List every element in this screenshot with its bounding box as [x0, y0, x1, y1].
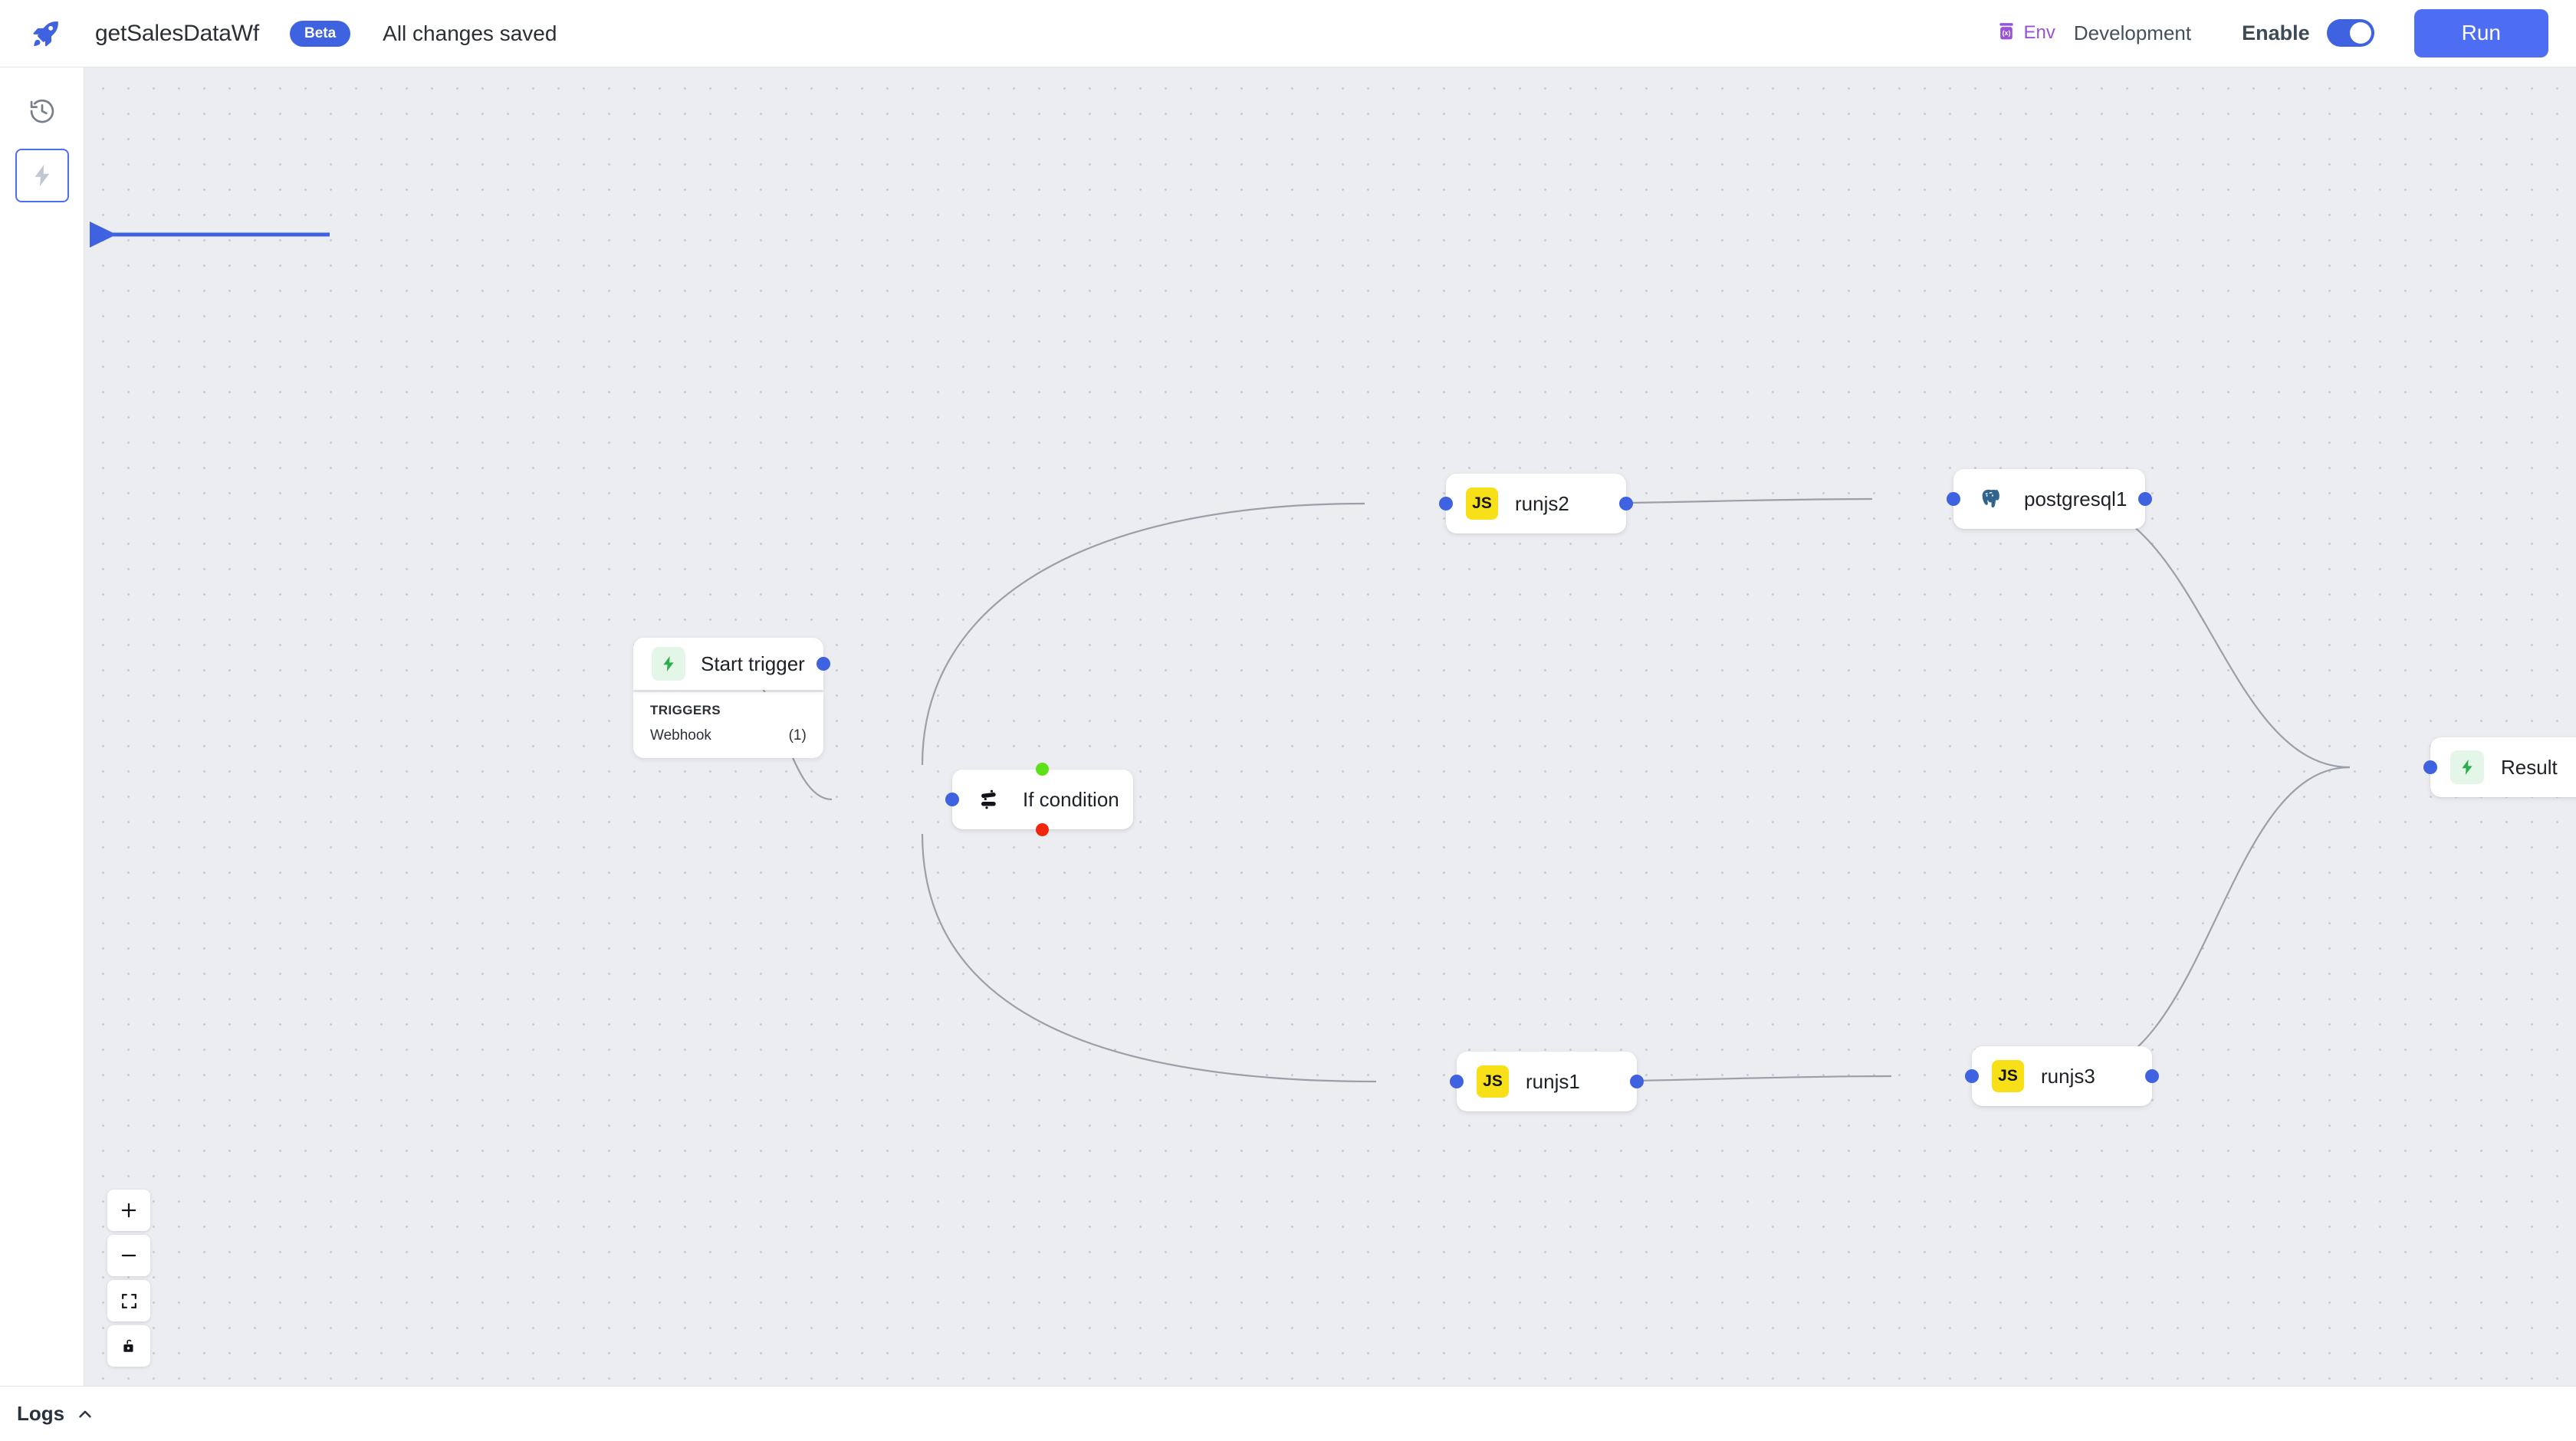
fit-screen-icon: [121, 1293, 136, 1308]
zoom-out-button[interactable]: [107, 1235, 150, 1276]
port-output-runjs2[interactable]: [1619, 497, 1633, 510]
trigger-name: Webhook: [650, 727, 711, 743]
node-label: runjs1: [1526, 1069, 1580, 1093]
node-runjs1[interactable]: JS runjs1: [1450, 1052, 1644, 1111]
runjs3-content: JS runjs3: [1972, 1046, 2152, 1106]
port-input-runjs1[interactable]: [1450, 1075, 1464, 1088]
result-content: Result: [2430, 737, 2576, 797]
sidebar-item-history[interactable]: [15, 84, 69, 138]
node-runjs2[interactable]: JS runjs2: [1439, 474, 1633, 533]
plus-icon: [121, 1203, 136, 1218]
port-output-runjs3[interactable]: [2145, 1069, 2159, 1083]
env-value: Development: [2073, 21, 2192, 44]
edge-layer: [731, 497, 2351, 1083]
port-output-if-true[interactable]: [1036, 763, 1049, 776]
edge-if-true-to-runjs2: [921, 502, 1365, 766]
runjs1-content: JS runjs1: [1457, 1052, 1637, 1111]
node-postgresql1[interactable]: postgresql1: [1947, 469, 2152, 529]
postgresql1-content: postgresql1: [1953, 469, 2145, 529]
app-header: getSalesDataWf Beta All changes saved (x…: [0, 0, 2576, 67]
port-output-postgresql1[interactable]: [2138, 492, 2152, 506]
port-input-runjs2[interactable]: [1439, 497, 1453, 510]
zoom-in-button[interactable]: [107, 1190, 150, 1231]
run-button[interactable]: Run: [2413, 9, 2548, 57]
port-output-if-false[interactable]: [1036, 823, 1049, 836]
js-icon: JS: [1466, 487, 1498, 520]
node-result[interactable]: Result: [2423, 737, 2576, 797]
left-rail: [0, 67, 84, 1386]
js-icon: JS: [1992, 1060, 2024, 1092]
if-condition-content: If condition: [952, 770, 1133, 829]
triggers-section-title: TRIGGERS: [650, 703, 721, 717]
minus-icon: [121, 1254, 136, 1257]
logs-bar[interactable]: Logs: [0, 1386, 2576, 1441]
start-trigger-header[interactable]: Start trigger: [633, 638, 830, 690]
toggle-knob: [2349, 22, 2371, 44]
enable-toggle-group[interactable]: Enable: [2242, 19, 2374, 48]
lock-canvas-button[interactable]: [107, 1325, 150, 1367]
edge-postgresql1-to-result: [2064, 497, 2351, 769]
trigger-count: (1): [788, 727, 807, 743]
editor-body: Start trigger TRIGGERS Webhook (1): [0, 67, 2576, 1386]
enable-toggle[interactable]: [2326, 19, 2374, 48]
enable-label: Enable: [2242, 21, 2310, 44]
runjs2-content: JS runjs2: [1446, 474, 1626, 533]
trigger-list-item[interactable]: Webhook (1): [650, 727, 807, 744]
edge-runjs3-to-result: [2071, 766, 2351, 1078]
node-label: If condition: [1023, 787, 1119, 811]
svg-text:(x): (x): [2002, 29, 2010, 37]
port-input-result[interactable]: [2423, 760, 2437, 774]
port-input-if-condition[interactable]: [945, 793, 959, 806]
workflow-canvas[interactable]: Start trigger TRIGGERS Webhook (1): [84, 67, 2576, 1386]
node-label: runjs2: [1515, 491, 1569, 515]
env-label: Env: [2023, 22, 2055, 44]
filter-sliders-icon: [972, 783, 1006, 816]
node-label: Start trigger: [701, 652, 805, 675]
unlock-padlock-icon: [123, 1339, 133, 1352]
sidebar-item-triggers[interactable]: [15, 149, 69, 202]
chevron-up-icon[interactable]: [75, 1404, 95, 1424]
variable-env-icon: (x): [1996, 21, 2016, 45]
lightning-bolt-icon: [652, 647, 685, 681]
node-label: runjs3: [2041, 1064, 2095, 1088]
port-output-start-trigger[interactable]: [816, 657, 830, 671]
header-left-group: getSalesDataWf Beta All changes saved: [26, 14, 557, 54]
node-start-trigger[interactable]: Start trigger TRIGGERS Webhook (1): [633, 638, 830, 758]
environment-selector[interactable]: (x) Env Development: [1996, 21, 2192, 45]
header-right-group: (x) Env Development Enable Run: [1996, 9, 2548, 57]
fit-view-button[interactable]: [107, 1280, 150, 1321]
edge-if-false-to-runjs1: [921, 833, 1377, 1083]
canvas-zoom-controls: [107, 1190, 150, 1367]
beta-badge: Beta: [289, 20, 351, 47]
js-icon: JS: [1477, 1065, 1509, 1098]
port-input-runjs3[interactable]: [1965, 1069, 1979, 1083]
node-label: Result: [2501, 755, 2558, 779]
port-input-postgresql1[interactable]: [1947, 492, 1960, 506]
save-status-text: All changes saved: [383, 21, 557, 45]
node-runjs3[interactable]: JS runjs3: [1965, 1046, 2159, 1106]
node-if-condition[interactable]: If condition: [945, 763, 1133, 836]
node-label: postgresql1: [2024, 487, 2128, 510]
start-trigger-details: TRIGGERS Webhook (1): [633, 692, 823, 758]
rocket-icon[interactable]: [26, 14, 66, 54]
logs-label: Logs: [17, 1402, 65, 1425]
workflow-title: getSalesDataWf: [95, 20, 259, 46]
port-output-runjs1[interactable]: [1630, 1075, 1644, 1088]
lightning-bolt-icon: [2450, 750, 2484, 784]
postgresql-elephant-icon: [1973, 482, 2007, 516]
